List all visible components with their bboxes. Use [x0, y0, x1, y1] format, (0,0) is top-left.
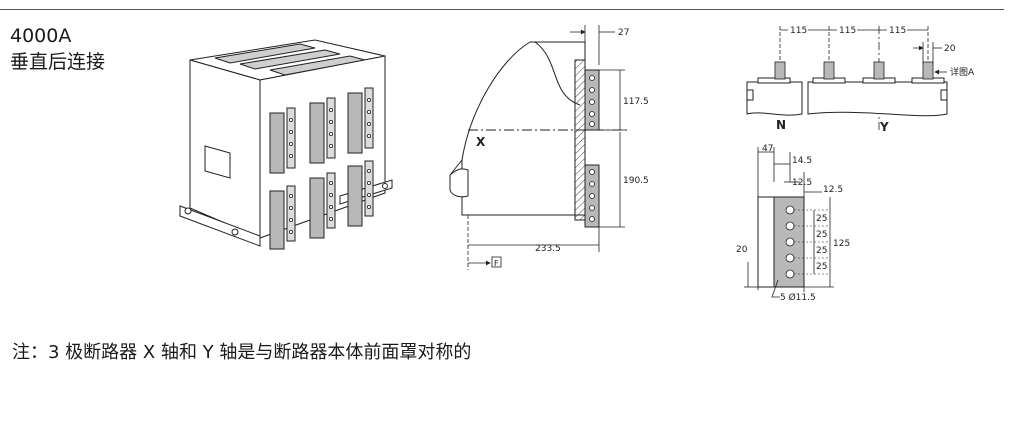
- breaker-isometric-drawing: [179, 39, 393, 250]
- dim-27: 27: [618, 28, 629, 38]
- dim-125: 125: [833, 239, 850, 249]
- x-axis-label: X: [476, 135, 486, 149]
- dim-25-b: 25: [816, 230, 827, 240]
- dim-12-5-b: 12.5: [823, 185, 843, 195]
- dim-115-b: 115: [839, 26, 856, 36]
- dim-20-detail: 20: [736, 245, 748, 255]
- dim-20: 20: [944, 44, 956, 54]
- dim-25-c: 25: [816, 246, 827, 256]
- side-view-drawing: X 27 117.5 190.5 233.5 F: [449, 25, 649, 270]
- holes-callout: 5 Ø11.5: [780, 292, 816, 303]
- dim-25-a: 25: [816, 214, 827, 224]
- dim-190-5: 190.5: [623, 176, 649, 186]
- n-pole-label: N: [776, 118, 786, 132]
- dim-47: 47: [762, 144, 773, 154]
- dim-115-a: 115: [790, 26, 807, 36]
- dim-25-d: 25: [816, 262, 827, 272]
- ref-marker-f: F: [494, 259, 499, 268]
- detail-a-drawing: 47 14.5 12.5 12.5 25 25 25 25 125 20 5 Ø…: [736, 144, 850, 303]
- top-view-drawing: 115 115 115 20 详图A N Y: [746, 26, 975, 134]
- dim-12-5-a: 12.5: [792, 178, 812, 188]
- dim-117-5: 117.5: [623, 97, 649, 107]
- rating-title: 4000A: [10, 25, 72, 47]
- top-rule: [0, 9, 1004, 10]
- detail-a-callout: 详图A: [950, 66, 975, 78]
- dim-115-c: 115: [889, 26, 906, 36]
- footnote: 注：3 极断路器 X 轴和 Y 轴是与断路器本体前面罩对称的: [12, 342, 472, 363]
- dim-14-5: 14.5: [792, 156, 812, 166]
- dim-233-5: 233.5: [535, 244, 561, 254]
- y-axis-label: Y: [879, 120, 889, 134]
- connection-type: 垂直后连接: [10, 51, 106, 73]
